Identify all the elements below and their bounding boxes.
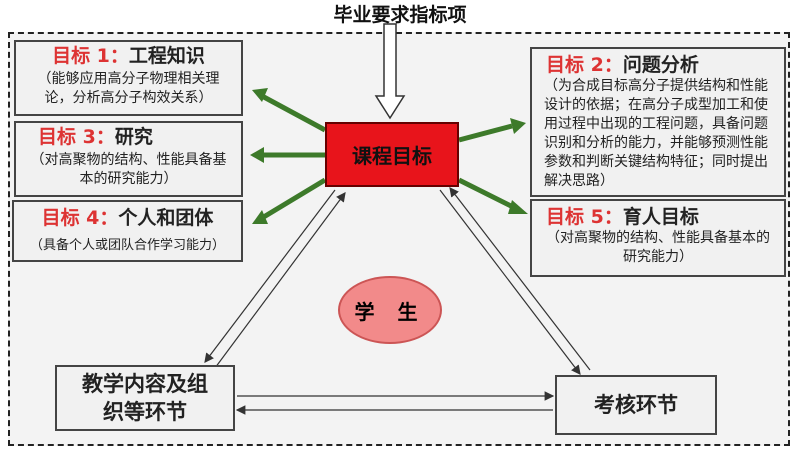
goal-desc: （为合成目标高分子提供结构和性能设计的依据；在高分子成型加工和使用过程中出现的工… bbox=[544, 78, 768, 189]
goal-label: 目标 3： bbox=[38, 126, 115, 148]
goal-label: 目标 1： bbox=[52, 45, 129, 67]
arrow-teaching-to-core bbox=[214, 192, 346, 369]
goal-desc: （具备个人或团队合作学习能力） bbox=[29, 238, 225, 253]
arrow-core-to-teaching bbox=[204, 189, 336, 363]
goal-2-box: 目标 2：问题分析 （为合成目标高分子提供结构和性能设计的依据；在高分子成型加工… bbox=[530, 47, 786, 197]
goal-name: 工程知识 bbox=[128, 45, 205, 67]
goal-desc: （对高聚物的结构、性能具备基本的研究能力） bbox=[30, 152, 227, 187]
goal-1-box: 目标 1：工程知识 （能够应用高分子物理相关理论，分析高分子构效关系） bbox=[14, 40, 243, 116]
goal-label: 目标 5： bbox=[546, 206, 623, 228]
teaching-box: 教学内容及组织等环节 bbox=[55, 365, 235, 431]
goal-desc: （对高聚物的结构、性能具备基本的研究能力） bbox=[546, 230, 770, 265]
arrow-to-goal4 bbox=[260, 177, 327, 221]
course-goal-box: 课程目标 bbox=[325, 122, 459, 187]
goal-desc: （能够应用高分子物理相关理论，分析高分子构效关系） bbox=[37, 71, 220, 106]
hollow-down-arrow bbox=[374, 23, 406, 120]
goal-5-box: 目标 5：育人目标 （对高聚物的结构、性能具备基本的研究能力） bbox=[530, 199, 786, 277]
student-ellipse: 学 生 bbox=[338, 276, 442, 344]
goal-label: 目标 4： bbox=[41, 207, 119, 229]
goal-name: 研究 bbox=[114, 126, 153, 148]
goal-name: 问题分析 bbox=[622, 54, 699, 76]
arrow-core-to-assessment bbox=[439, 189, 581, 375]
diagram-title: 毕业要求指标项 bbox=[333, 4, 467, 26]
goal-label: 目标 2： bbox=[546, 54, 623, 76]
arrow-assessment-to-core bbox=[449, 187, 591, 371]
arrow-to-goal2 bbox=[458, 123, 513, 143]
goal-name: 育人目标 bbox=[622, 206, 699, 228]
assessment-box: 考核环节 bbox=[555, 375, 717, 435]
goal-4-box: 目标 4：个人和团体 （具备个人或团队合作学习能力） bbox=[12, 200, 243, 262]
goal-3-box: 目标 3：研究 （对高聚物的结构、性能具备基本的研究能力） bbox=[14, 121, 243, 197]
arrow-to-goal1 bbox=[260, 93, 327, 133]
goal-name: 个人和团体 bbox=[118, 207, 214, 229]
arrow-to-goal5 bbox=[457, 177, 517, 211]
